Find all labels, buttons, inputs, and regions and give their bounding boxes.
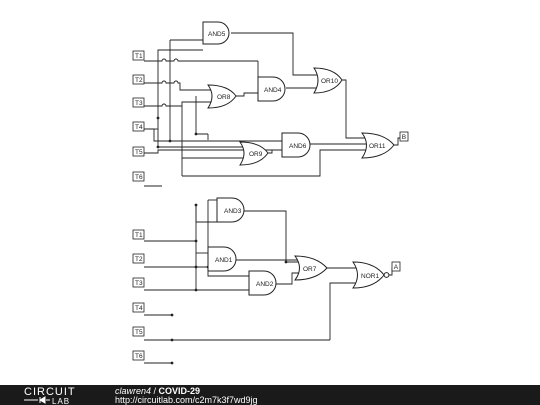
circuit-title: COVID-29 <box>158 386 201 396</box>
bottom-input-label: T4 <box>135 305 143 312</box>
gate-or8[interactable]: OR8 <box>207 84 237 109</box>
svg-text:AND5: AND5 <box>208 31 226 38</box>
svg-text:B: B <box>402 134 406 141</box>
separator: / <box>151 386 159 396</box>
bottom-input-t6[interactable]: T6 <box>132 350 145 361</box>
top-input-label: T1 <box>135 53 143 60</box>
bottom-input-t3[interactable]: T3 <box>132 277 145 288</box>
gate-or11[interactable]: OR11 <box>361 132 395 159</box>
bottom-input-label: T2 <box>135 256 143 263</box>
svg-text:OR11: OR11 <box>369 143 386 150</box>
top-input-t2[interactable]: T2 <box>132 74 145 85</box>
bottom-input-t2[interactable]: T2 <box>132 253 145 264</box>
bottom-input-t4[interactable]: T4 <box>132 302 145 313</box>
top-input-label: T2 <box>135 77 143 84</box>
svg-text:OR10: OR10 <box>321 78 338 85</box>
circuit-url[interactable]: http://circuitlab.com/c2m7k3f7wd9jg <box>115 395 258 405</box>
footer-bar: CIRCUIT LAB clawren4 / COVID-29 http://c… <box>0 385 540 405</box>
gate-and1[interactable]: AND1 <box>207 246 237 272</box>
output-pin-a[interactable]: A <box>391 261 401 272</box>
top-input-t3[interactable]: T3 <box>132 97 145 108</box>
svg-text:AND2: AND2 <box>256 281 274 288</box>
top-input-label: T4 <box>135 124 143 131</box>
top-input-t6[interactable]: T6 <box>132 171 145 182</box>
bottom-input-t5[interactable]: T5 <box>132 326 145 337</box>
top-wires <box>144 32 401 187</box>
gate-and5[interactable]: AND5 <box>202 21 230 45</box>
gate-or9[interactable]: OR9 <box>239 141 269 166</box>
gate-and2[interactable]: AND2 <box>248 270 277 296</box>
author-link[interactable]: clawren4 <box>115 386 152 396</box>
gate-nor1[interactable]: NOR1 <box>352 261 390 289</box>
top-junctions <box>156 116 198 149</box>
bottom-input-t1[interactable]: T1 <box>132 229 145 240</box>
svg-text:OR7: OR7 <box>303 266 317 273</box>
gate-and6[interactable]: AND6 <box>281 132 311 158</box>
top-input-label: T5 <box>135 149 143 156</box>
top-input-t4[interactable]: T4 <box>132 121 145 132</box>
svg-text:LAB: LAB <box>52 397 70 405</box>
top-input-label: T3 <box>135 100 143 107</box>
gate-and3[interactable]: AND3 <box>216 197 245 223</box>
bottom-input-label: T6 <box>135 353 143 360</box>
circuitlab-logo[interactable]: CIRCUIT LAB <box>0 385 110 405</box>
top-input-t1[interactable]: T1 <box>132 50 145 61</box>
svg-text:CIRCUIT: CIRCUIT <box>24 386 76 398</box>
top-input-label: T6 <box>135 174 143 181</box>
svg-text:OR8: OR8 <box>217 94 231 101</box>
svg-text:OR9: OR9 <box>249 151 263 158</box>
svg-text:AND1: AND1 <box>215 257 233 264</box>
top-input-t5[interactable]: T5 <box>132 146 145 157</box>
svg-text:AND6: AND6 <box>289 143 307 150</box>
gate-and4[interactable]: AND4 <box>257 76 286 102</box>
bottom-junctions <box>170 203 288 365</box>
bottom-input-label: T1 <box>135 232 143 239</box>
bottom-input-label: T5 <box>135 329 143 336</box>
author-title-line: clawren4 / COVID-29 <box>115 386 200 396</box>
svg-text:NOR1: NOR1 <box>361 273 379 280</box>
schematic-canvas: AND5 OR8 AND4 OR10 AND6 OR9 OR11 <box>132 21 409 365</box>
output-pin-b[interactable]: B <box>399 131 409 142</box>
svg-text:AND3: AND3 <box>224 208 242 215</box>
svg-text:A: A <box>394 264 399 271</box>
gate-or7[interactable]: OR7 <box>294 255 328 281</box>
bottom-input-label: T3 <box>135 280 143 287</box>
svg-text:AND4: AND4 <box>264 87 282 94</box>
gate-or10[interactable]: OR10 <box>313 67 343 94</box>
